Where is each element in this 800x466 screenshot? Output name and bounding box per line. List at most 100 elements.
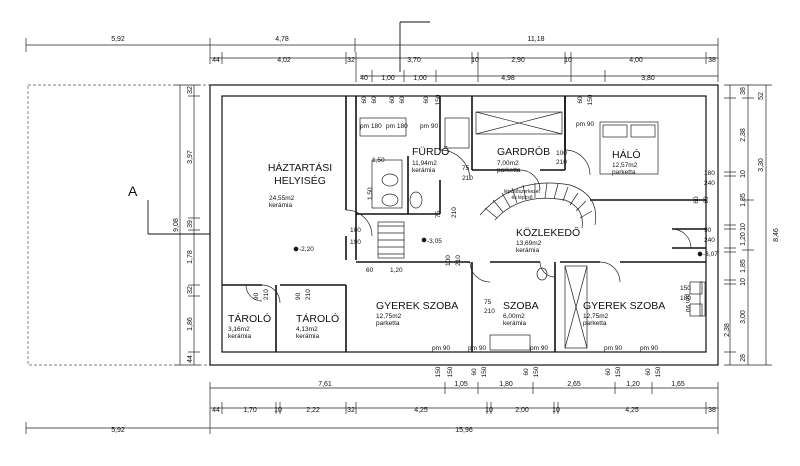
room-area: 12,75m2 xyxy=(583,313,609,320)
level-label: -3,05 xyxy=(427,238,442,245)
door-label: 90 xyxy=(704,227,712,234)
dim-text: 38 xyxy=(740,87,747,95)
dim-text: 4,98 xyxy=(501,75,515,82)
dim-text: 32 xyxy=(347,407,355,414)
room-name-line2: HELYISÉG xyxy=(274,174,326,187)
window-label: pm 180 xyxy=(386,123,408,130)
room-area: 12,75m2 xyxy=(376,313,402,320)
dim-text: 40 xyxy=(360,75,368,82)
opening-label: 60 xyxy=(693,196,700,204)
door-label: 100 xyxy=(445,255,452,266)
window-label: pm 90 xyxy=(604,345,622,352)
dim-text: 44 xyxy=(212,57,220,64)
door-label: 1,50 xyxy=(367,187,374,200)
room-floor: parketta xyxy=(612,169,636,176)
opening-label: 150 xyxy=(655,366,662,377)
bottom-opening-labels: 150 150 60 150 60 150 60 150 60 150 xyxy=(435,366,662,377)
room-name: HÁZTARTÁSI xyxy=(268,161,332,174)
dim-text: 1,20 xyxy=(626,381,640,388)
door-label: 1,50 xyxy=(372,157,385,164)
dim-text: 3,30 xyxy=(758,158,765,172)
dim-text: 52 xyxy=(758,92,765,100)
dim-text: 4,25 xyxy=(414,407,428,414)
dim-text: 28 xyxy=(740,354,747,362)
dim-text: 32 xyxy=(187,86,194,94)
opening-label: 60 xyxy=(389,96,396,104)
exterior-walls xyxy=(209,84,719,366)
door-label: 210 xyxy=(263,289,270,300)
dim-text: 1,00 xyxy=(413,75,427,82)
door-label: 180 xyxy=(704,170,715,177)
door-labels: 100 210 180 240 90 240 100 190 75 210 75… xyxy=(253,150,715,315)
dim-text: 4,00 xyxy=(629,57,643,64)
level-label: -2,20 xyxy=(299,246,314,253)
window-labels: pm 180 pm 180 pm 90 pm 90 pm 90 pm 90 pm… xyxy=(360,121,691,352)
window-label: pm 90 xyxy=(640,345,658,352)
door-swings xyxy=(245,149,692,304)
dim-text: 2,38 xyxy=(724,323,731,337)
dim-text: 5,92 xyxy=(111,427,125,434)
door-label: 190 xyxy=(350,239,361,246)
room-area: 13,69m2 xyxy=(516,240,542,247)
dim-text: 3,00 xyxy=(740,310,747,324)
door-label: 90 xyxy=(295,292,302,300)
door-label: 240 xyxy=(704,237,715,244)
room-name: HÁLÓ xyxy=(612,148,641,161)
dim-text: 10 xyxy=(485,407,493,414)
dim-text: 10 xyxy=(552,407,560,414)
room-area: 11,94m2 xyxy=(412,160,437,167)
dim-text: 3,97 xyxy=(187,150,194,164)
room-floor: parketta xyxy=(583,320,607,327)
opening-label: 60 xyxy=(371,96,378,104)
door-label: 210 xyxy=(556,159,567,166)
door-label: 210 xyxy=(484,308,495,315)
dim-text: 2,38 xyxy=(740,128,747,142)
dim-text: 3,80 xyxy=(641,75,655,82)
door-label: 75 xyxy=(435,210,442,218)
dim-text: 9,08 xyxy=(173,218,180,232)
dim-text: 1,80 xyxy=(499,381,513,388)
dim-text: 39 xyxy=(187,220,194,228)
opening-label: 150 xyxy=(587,94,594,105)
door-label: 60 xyxy=(366,267,374,274)
top-opening-labels: 60 60 60 60 60 150 60 150 60 60 xyxy=(361,94,710,203)
dim-text: 1,00 xyxy=(381,75,395,82)
level-label: -3,07 xyxy=(703,251,718,258)
dim-text: 44 xyxy=(212,407,220,414)
room-area: 24,55m2 xyxy=(269,195,295,202)
opening-label: 150 xyxy=(447,366,454,377)
dim-text: 10 xyxy=(471,57,479,64)
room-name: KÖZLEKEDŐ xyxy=(516,225,580,239)
door-label: 210 xyxy=(462,175,473,182)
room-area: 4,13m2 xyxy=(296,326,318,333)
top-dimension-texts: 5,92 4,78 11,18 44 4,02 32 3,70 10 2,90 … xyxy=(111,36,716,82)
stair-note-line2: és lépcső xyxy=(511,195,532,201)
window-label: pm 90 xyxy=(684,294,691,312)
opening-label: 60 xyxy=(645,368,652,376)
section-marker-label: A xyxy=(128,183,138,199)
opening-label: 60 xyxy=(361,96,368,104)
room-name: GYEREK SZOBA xyxy=(376,300,458,312)
dim-text: 10 xyxy=(564,57,572,64)
dim-text: 4,78 xyxy=(275,36,289,43)
dim-text: 10 xyxy=(740,170,747,178)
door-label: 210 xyxy=(451,207,458,218)
door-label: 75 xyxy=(462,165,470,172)
door-label: 180 xyxy=(680,295,691,302)
left-dimension-texts: 32 3,97 39 1,78 32 1,86 44 9,08 xyxy=(173,86,194,363)
opening-label: 60 xyxy=(399,96,406,104)
dim-text: 3,70 xyxy=(407,57,421,64)
room-name: SZOBA xyxy=(503,300,539,312)
door-label: 210 xyxy=(305,289,312,300)
dim-text: 15,96 xyxy=(455,427,473,434)
window-label: pm 90 xyxy=(432,345,450,352)
room-name: TÁROLÓ xyxy=(228,312,271,325)
room-floor: kerámia xyxy=(412,167,436,174)
door-label: 75 xyxy=(484,299,492,306)
dim-text: 7,61 xyxy=(318,381,332,388)
opening-label: 150 xyxy=(481,366,488,377)
dim-text: 8,46 xyxy=(773,228,780,242)
opening-label: 150 xyxy=(615,366,622,377)
door-label: 100 xyxy=(556,150,567,157)
room-area: 12,57m2 xyxy=(612,162,638,169)
